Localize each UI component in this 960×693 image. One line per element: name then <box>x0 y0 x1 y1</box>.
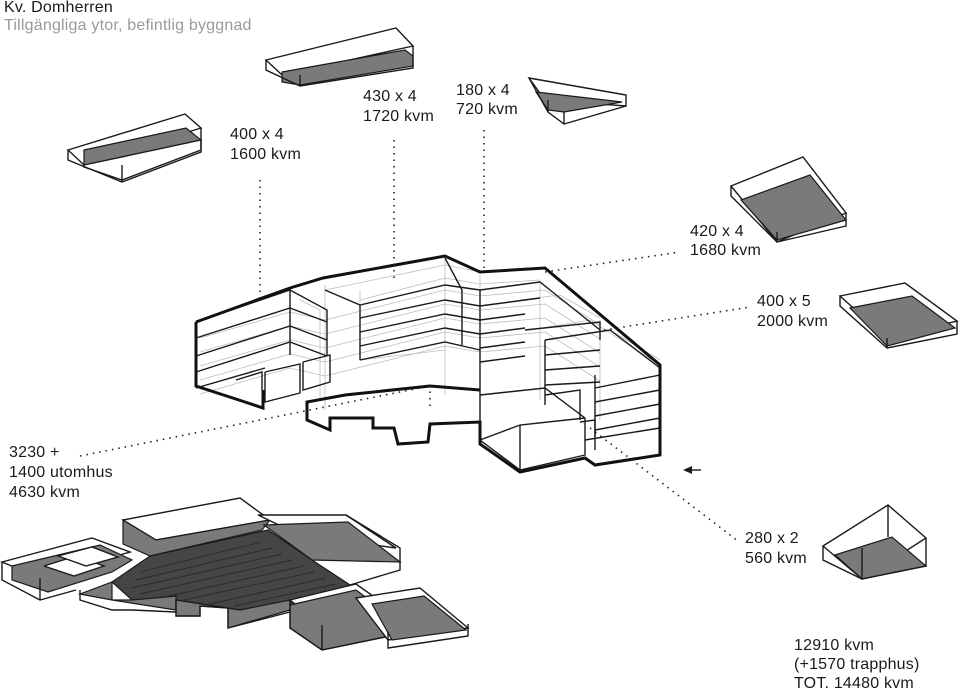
label-g-line1: 280 x 2 <box>745 530 799 547</box>
total-line2: (+1570 trapphus) <box>794 656 920 673</box>
total-line3: TOT. 14480 kvm <box>794 675 914 692</box>
floor-block-c <box>527 77 627 125</box>
floor-block-b <box>264 27 415 87</box>
label-f-line3: 4630 kvm <box>9 484 80 501</box>
arrow-marker <box>683 466 701 474</box>
label-a-line1: 400 x 4 <box>230 126 284 143</box>
leader-lines <box>79 130 751 542</box>
page-title: Kv. Domherren <box>4 0 114 16</box>
label-e-line1: 400 x 5 <box>757 293 811 310</box>
floor-block-g <box>821 504 928 580</box>
total-line1: 12910 kvm <box>794 637 875 654</box>
floor-block-d <box>729 156 848 243</box>
floor-block-a <box>66 113 203 183</box>
label-e-line2: 2000 kvm <box>757 313 828 330</box>
floor-block-e <box>838 282 959 349</box>
label-b-line2: 1720 kvm <box>363 108 434 125</box>
label-d-line1: 420 x 4 <box>690 223 744 240</box>
label-g-line2: 560 kvm <box>745 550 807 567</box>
label-f-line1: 3230 + <box>9 444 60 461</box>
label-b-line1: 430 x 4 <box>363 88 417 105</box>
label-d-line2: 1680 kvm <box>690 242 761 259</box>
ground-floor-plan <box>0 497 470 651</box>
label-c-line2: 720 kvm <box>456 101 518 118</box>
main-building <box>194 254 662 474</box>
page-subtitle: Tillgängliga ytor, befintlig byggnad <box>4 17 252 34</box>
label-f-line2: 1400 utomhus <box>9 464 113 481</box>
label-c-line1: 180 x 4 <box>456 82 510 99</box>
label-a-line2: 1600 kvm <box>230 146 301 163</box>
